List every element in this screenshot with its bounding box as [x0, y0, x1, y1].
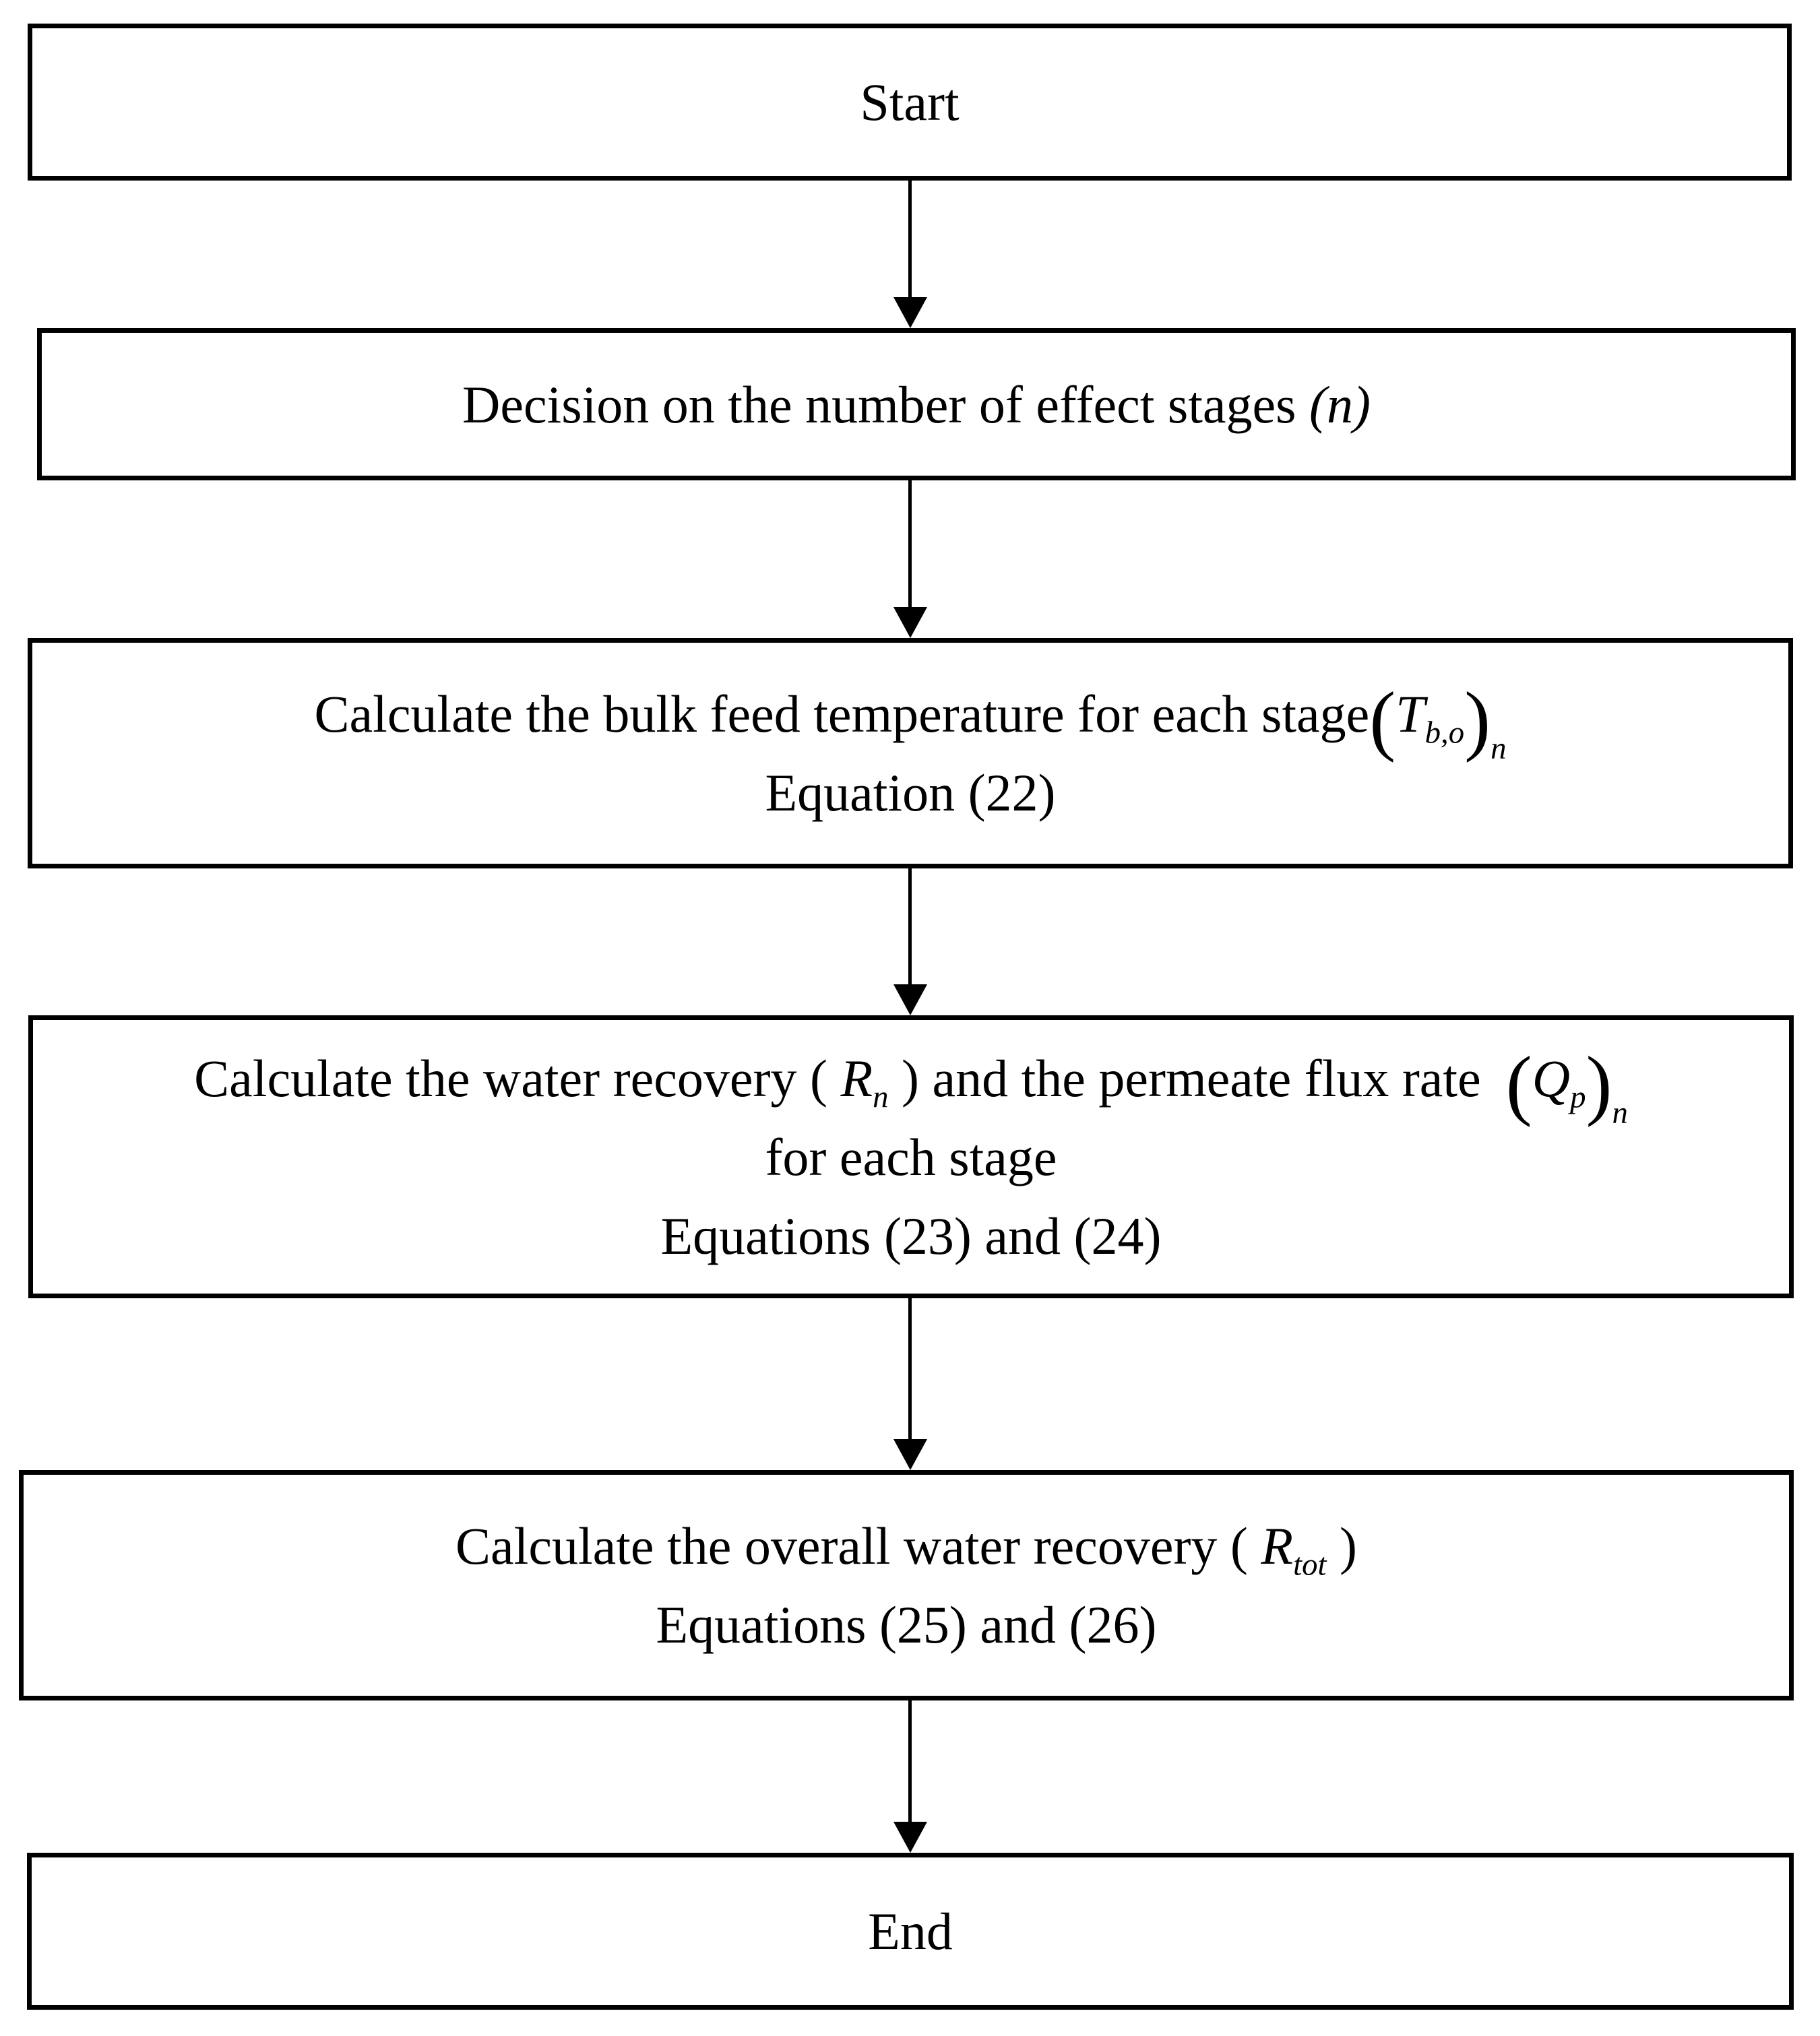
paren: (: [1309, 375, 1327, 434]
flow-node-start: Start: [28, 24, 1792, 181]
node-line-2: for each stage: [765, 1127, 1057, 1186]
text-segment: Calculate the overall water recovery (: [456, 1517, 1261, 1575]
text-segment: Decision on the number of effect stages: [462, 375, 1310, 434]
paren: ): [1353, 375, 1371, 434]
math-var-Q: Q: [1532, 1048, 1571, 1108]
flow-node-bulk-temp: Calculate the bulk feed temperature for …: [28, 638, 1793, 868]
math-subscript-n: n: [1490, 730, 1507, 766]
node-line-1: Calculate the bulk feed temperature for …: [314, 674, 1507, 764]
flow-node-recovery-flux: Calculate the water recovery ( Rn ) and …: [28, 1015, 1794, 1298]
math-subscript-n: n: [1612, 1095, 1628, 1131]
node-line-1: Calculate the water recovery ( Rn ) and …: [194, 1039, 1628, 1128]
big-paren-open: (: [1505, 1040, 1532, 1128]
flow-node-overall-recovery: Calculate the overall water recovery ( R…: [19, 1470, 1794, 1700]
text-segment: Calculate the water recovery (: [194, 1048, 841, 1108]
big-paren-open: (: [1369, 676, 1396, 764]
node-line-2: Equation (22): [765, 763, 1056, 822]
node-label: Start: [860, 73, 960, 131]
node-line-3: Equations (23) and (24): [660, 1206, 1162, 1265]
arrow-connector-1-head-icon: [893, 297, 927, 328]
node-label: Decision on the number of effect stages …: [462, 365, 1371, 444]
big-paren-close: ): [1586, 1040, 1612, 1128]
arrow-connector-2-head-icon: [893, 607, 927, 638]
flow-node-decision: Decision on the number of effect stages …: [37, 328, 1796, 480]
math-subscript-bo: b,o: [1424, 715, 1465, 751]
arrow-connector-5-head-icon: [893, 1822, 927, 1853]
text-segment: ) and the permeate flux rate: [888, 1048, 1495, 1108]
arrow-connector-4-head-icon: [893, 1439, 927, 1470]
arrow-connector-4-line: [908, 1298, 912, 1439]
text-segment: Calculate the bulk feed temperature for …: [314, 685, 1370, 743]
math-subscript-tot: tot: [1293, 1547, 1327, 1583]
math-subscript-n: n: [873, 1079, 889, 1114]
math-var-R: R: [1261, 1517, 1294, 1575]
arrow-connector-5-line: [908, 1700, 912, 1822]
arrow-connector-1-line: [908, 180, 912, 297]
node-label: End: [868, 1902, 953, 1961]
math-var-n: n: [1327, 375, 1353, 434]
math-var-R: R: [840, 1048, 873, 1108]
arrow-connector-3-line: [908, 868, 912, 984]
node-line-2: Equations (25) and (26): [656, 1595, 1157, 1654]
text-segment: ): [1326, 1517, 1357, 1575]
arrow-connector-2-line: [908, 480, 912, 607]
flow-node-end: End: [27, 1853, 1794, 2010]
math-var-T: T: [1395, 685, 1425, 743]
arrow-connector-3-head-icon: [893, 984, 927, 1015]
big-paren-close: ): [1464, 676, 1491, 764]
node-line-1: Calculate the overall water recovery ( R…: [456, 1506, 1357, 1585]
math-subscript-p: p: [1570, 1079, 1586, 1114]
